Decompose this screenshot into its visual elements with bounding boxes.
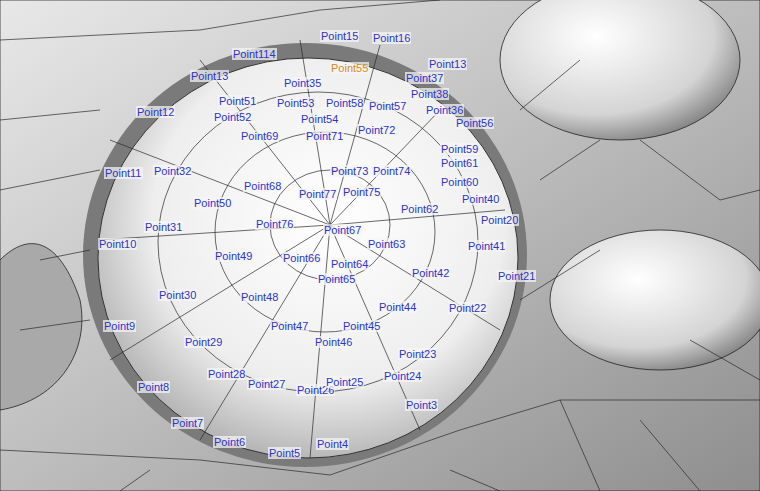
point-label: Point21 (497, 270, 536, 282)
point-label: Point66 (282, 252, 321, 264)
point-label: Point57 (368, 100, 407, 112)
point-label: Point72 (357, 124, 396, 136)
point-label: Point51 (218, 95, 257, 107)
point-label: Point42 (411, 267, 450, 279)
point-label: Point64 (330, 258, 369, 270)
point-label: Point35 (283, 77, 322, 89)
point-label: Point63 (367, 238, 406, 250)
point-label: Point77 (298, 188, 337, 200)
point-label: Point11 (104, 167, 143, 179)
point-label: Point37 (405, 72, 444, 84)
point-label: Point68 (243, 180, 282, 192)
point-label: Point56 (455, 117, 494, 129)
point-label: Point73 (330, 165, 369, 177)
point-label: Point54 (300, 113, 339, 125)
point-label: Point46 (314, 336, 353, 348)
point-label: Point45 (342, 320, 381, 332)
point-label: Point55 (330, 62, 369, 74)
point-label: Point13 (428, 58, 467, 70)
point-label: Point74 (372, 165, 411, 177)
point-label: Point60 (440, 176, 479, 188)
point-label: Point71 (305, 130, 344, 142)
point-label: Point36 (425, 104, 464, 116)
point-label: Point16 (372, 32, 411, 44)
point-label: Point31 (144, 221, 183, 233)
point-label: Point22 (448, 302, 487, 314)
point-label: Point15 (320, 30, 359, 42)
point-label: Point53 (276, 97, 315, 109)
point-label: Point75 (342, 186, 381, 198)
point-label: Point5 (268, 447, 301, 459)
point-label: Point32 (153, 165, 192, 177)
point-label: Point6 (213, 436, 246, 448)
point-label: Point9 (103, 320, 136, 332)
point-label: Point44 (378, 301, 417, 313)
point-label: Point8 (137, 381, 170, 393)
point-label: Point13 (190, 70, 229, 82)
point-label: Point65 (317, 273, 356, 285)
point-label: Point40 (461, 193, 500, 205)
point-label: Point59 (440, 143, 479, 155)
point-label: Point29 (184, 336, 223, 348)
point-label: Point7 (171, 417, 204, 429)
point-label: Point47 (270, 320, 309, 332)
point-label: Point49 (214, 250, 253, 262)
point-label: Point67 (323, 224, 362, 236)
point-label: Point76 (255, 218, 294, 230)
point-label: Point30 (158, 289, 197, 301)
point-label: Point12 (136, 106, 175, 118)
point-label: Point3 (405, 399, 438, 411)
point-label: Point62 (400, 203, 439, 215)
point-label: Point20 (480, 214, 519, 226)
point-label: Point4 (316, 438, 349, 450)
point-label: Point52 (213, 111, 252, 123)
point-label: Point58 (325, 97, 364, 109)
point-label: Point25 (325, 376, 364, 388)
point-label: Point50 (193, 197, 232, 209)
point-label: Point69 (240, 130, 279, 142)
point-label: Point48 (240, 291, 279, 303)
point-label: Point114 (232, 48, 277, 60)
point-label: Point41 (467, 240, 506, 252)
point-label: Point38 (410, 88, 449, 100)
point-label: Point27 (247, 378, 286, 390)
point-label: Point28 (207, 368, 246, 380)
point-label: Point10 (98, 238, 137, 250)
point-label: Point61 (440, 157, 479, 169)
point-label: Point24 (383, 370, 422, 382)
point-label: Point23 (398, 348, 437, 360)
